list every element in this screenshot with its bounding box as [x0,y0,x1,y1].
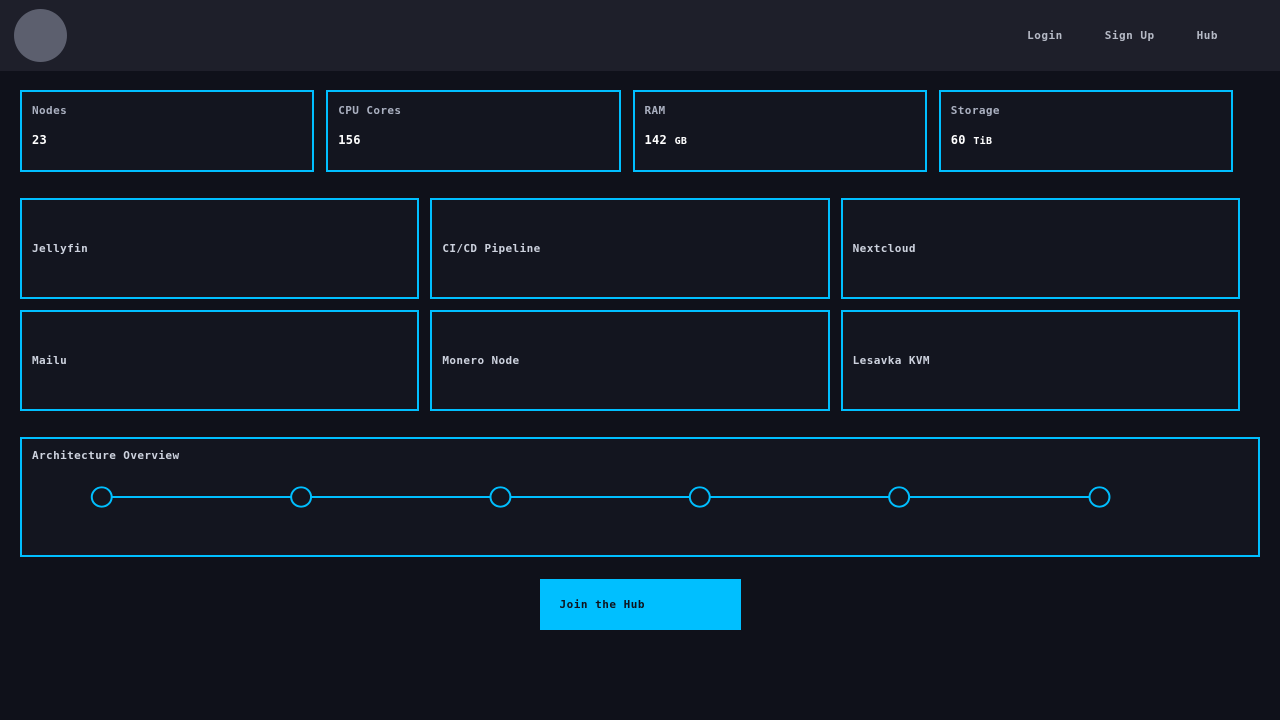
stat-value: 60 TiB [951,133,1231,147]
main-nav: Login Sign Up Hub [1027,29,1218,42]
stat-number: 23 [32,133,48,147]
stat-card-ram: RAM 142 GB [632,90,927,172]
stat-card-storage: Storage 60 TiB [938,90,1233,172]
stat-unit: TiB [973,136,993,147]
service-card-cicd-pipeline[interactable]: CI/CD Pipeline [430,198,830,299]
stat-value: 23 [32,133,312,147]
architecture-title: Architecture Overview [32,449,180,462]
service-name: Lesavka KVM [852,354,930,367]
service-name: Nextcloud [852,242,916,255]
architecture-node-5[interactable] [888,486,911,508]
stat-value: 142 GB [645,133,925,147]
stat-card-nodes: Nodes 23 [20,90,315,172]
cta-row: Join the Hub [0,557,1280,630]
architecture-node-4[interactable] [688,486,711,508]
stat-label: Storage [950,104,1000,117]
service-card-monero-node[interactable]: Monero Node [430,310,830,411]
join-the-hub-label: Join the Hub [559,598,645,611]
architecture-node-diagram [90,486,1111,508]
stat-label: CPU Cores [338,104,402,117]
architecture-node-1[interactable] [90,486,113,508]
top-header: Login Sign Up Hub [0,0,1280,71]
stat-value: 156 [338,133,618,147]
service-name: Monero Node [442,354,520,367]
architecture-node-3[interactable] [489,486,512,508]
service-card-mailu[interactable]: Mailu [20,310,420,411]
service-name: CI/CD Pipeline [442,242,541,255]
nav-link-signup[interactable]: Sign Up [1104,29,1155,42]
nav-link-hub[interactable]: Hub [1196,29,1218,42]
stat-label: RAM [644,104,666,117]
architecture-node-6[interactable] [1088,486,1111,508]
stat-number: 142 [644,133,668,147]
service-name: Jellyfin [32,242,89,255]
stat-card-cpu-cores: CPU Cores 156 [326,90,621,172]
service-card-nextcloud[interactable]: Nextcloud [840,198,1240,299]
service-card-lesavka-kvm[interactable]: Lesavka KVM [840,310,1240,411]
service-name: Mailu [32,354,68,367]
nav-link-login[interactable]: Login [1027,29,1063,42]
stat-label: Nodes [32,104,68,117]
service-card-jellyfin[interactable]: Jellyfin [20,198,420,299]
stat-number: 156 [338,133,361,147]
services-grid: Jellyfin CI/CD Pipeline Nextcloud Mailu … [0,172,1280,411]
architecture-node-2[interactable] [290,486,313,508]
join-the-hub-button[interactable]: Join the Hub [539,579,741,630]
stat-number: 60 [950,133,966,147]
user-avatar[interactable] [14,9,67,62]
stats-row: Nodes 23 CPU Cores 156 RAM 142 GB Storag… [0,71,1280,172]
architecture-panel: Architecture Overview [20,437,1260,557]
stat-unit: GB [674,136,688,147]
